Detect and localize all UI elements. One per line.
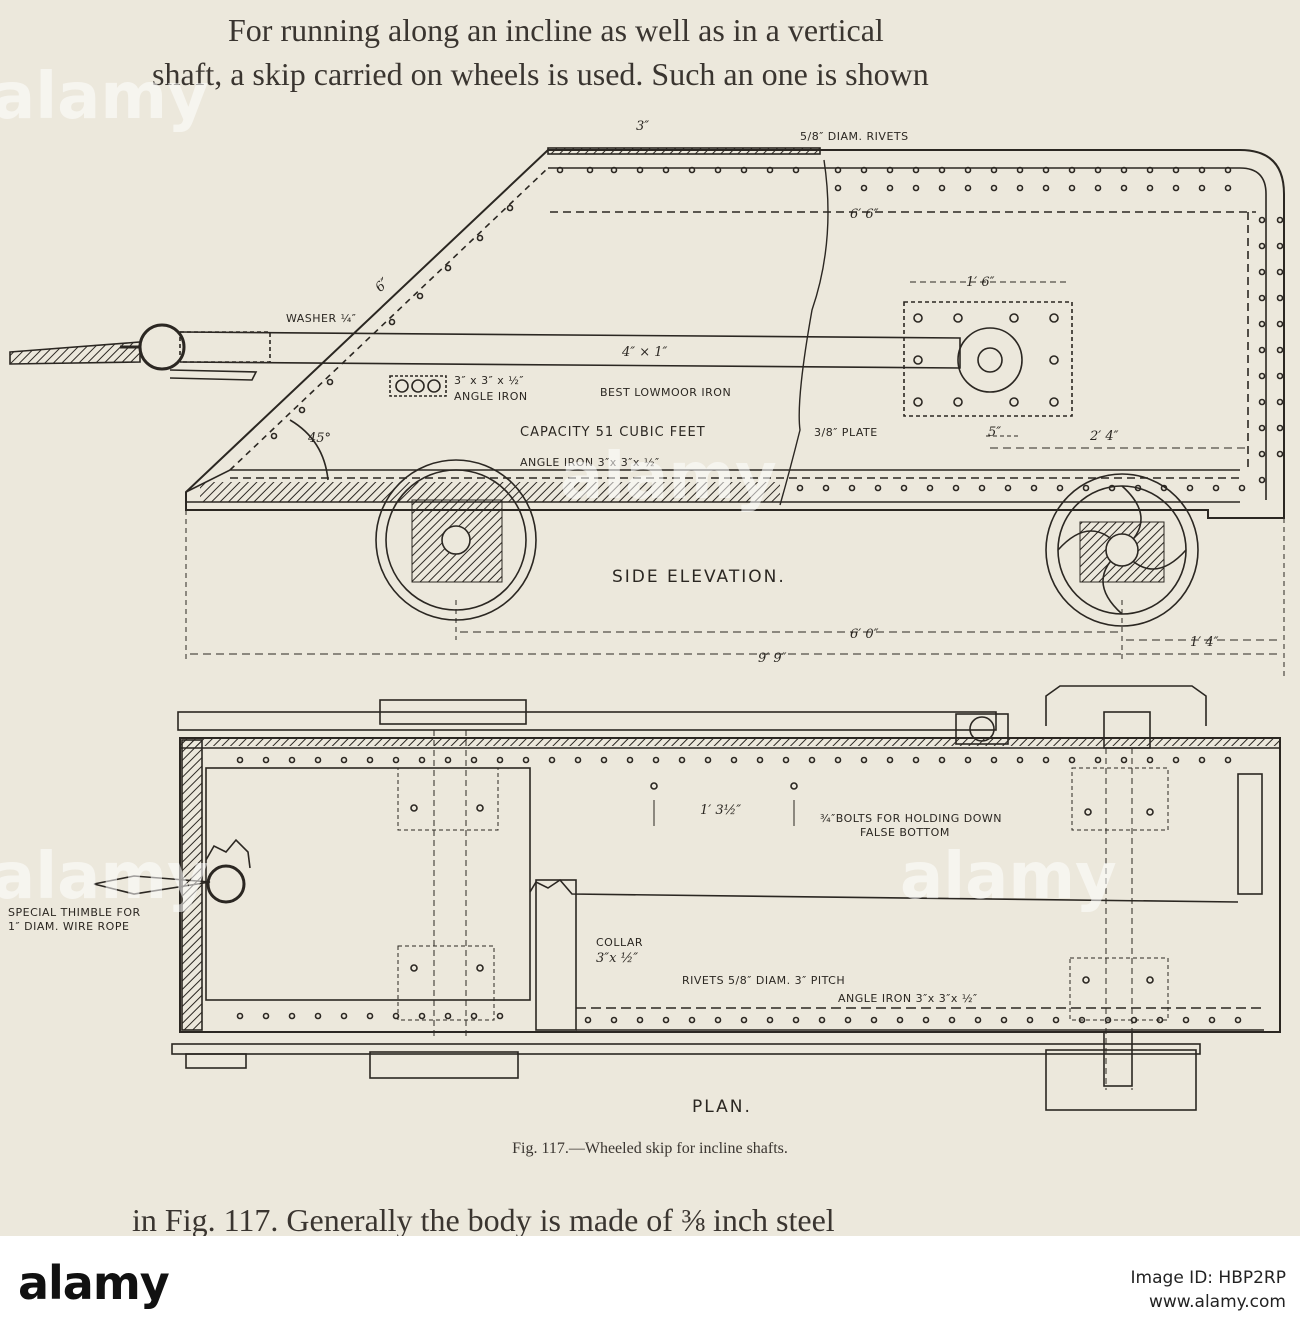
side-labels: 3″ 5/8″ DIAM. RIVETS 6′ 6″ 1′ 6″ WASHER … [286, 119, 1219, 666]
rivets-label: 5/8″ DIAM. RIVETS [800, 130, 909, 143]
angle-iron-bottom: ANGLE IRON 3″x 3″x ½″ [520, 456, 660, 469]
dim-9-9: 9′ 9″ [758, 651, 787, 666]
bar-size: 4″ × 1″ [621, 345, 668, 360]
alamy-logo: alamy [18, 1256, 170, 1310]
figure-caption: Fig. 117.—Wheeled skip for incline shaft… [512, 1140, 788, 1157]
watermark-left-top: alamy [0, 60, 209, 134]
watermark-right: alamy [900, 840, 1117, 914]
rivets-pitch-label: RIVETS 5/8″ DIAM. 3″ PITCH [682, 974, 845, 987]
dim-6: 6″ [373, 275, 393, 295]
watermark-bar: alamy Image ID: HBP2RP www.alamy.com [0, 1236, 1300, 1328]
bolts-label-1: ¾″BOLTS FOR HOLDING DOWN [820, 812, 1002, 825]
plan-rivets-top [236, 756, 1232, 764]
collar-label: COLLAR [596, 936, 643, 949]
dim-6-6: 6′ 6″ [850, 207, 879, 222]
plate-label: 3/8″ PLATE [814, 426, 878, 439]
site-url: www.alamy.com [1148, 1292, 1286, 1312]
bolts-label-2: FALSE BOTTOM [860, 826, 950, 839]
watermark-left-bottom: alamy [0, 840, 209, 914]
washer-label: WASHER ¼″ [286, 312, 356, 325]
right-rivets [1258, 216, 1284, 484]
capacity-label: CAPACITY 51 CUBIC FEET [520, 425, 706, 440]
side-elevation-title: SIDE ELEVATION. [612, 567, 786, 587]
pitch-label: 3″ [636, 119, 649, 134]
angle-iron-label: ANGLE IRON [454, 390, 528, 403]
watermark-center: alamy [560, 440, 777, 514]
thimble-label-2: 1″ DIAM. WIRE ROPE [8, 920, 129, 933]
image-id: Image ID: HBP2RP [1130, 1268, 1286, 1288]
plan-angle-iron: ANGLE IRON 3″x 3″x ½″ [838, 992, 978, 1005]
bottom-rivets [796, 484, 1246, 492]
text-line-2: shaft, a skip carried on wheels is used.… [152, 56, 929, 92]
thimble-label-1: SPECIAL THIMBLE FOR [8, 906, 141, 919]
collar-size: 3″x ½″ [596, 951, 638, 966]
text-line-3: in Fig. 117. Generally the body is made … [132, 1202, 835, 1238]
text-line-1: For running along an incline as well as … [228, 12, 884, 48]
incline-rivets [270, 204, 514, 440]
paragraph-bottom: in Fig. 117. Generally the body is made … [0, 1198, 1300, 1242]
bolt-spacing: 1′ 3½″ [700, 803, 741, 818]
paragraph-top: For running along an incline as well as … [0, 8, 1300, 96]
side-elevation [9, 147, 1285, 676]
top-rivets [556, 166, 1232, 192]
image-reference: Image ID: HBP2RP www.alamy.com [1131, 1266, 1286, 1314]
dim-5: 5″ [988, 425, 1001, 440]
angle-45: 45° [307, 431, 331, 446]
dim-1-6: 1′ 6″ [966, 275, 995, 290]
skip-drawing: 3″ 5/8″ DIAM. RIVETS 6′ 6″ 1′ 6″ WASHER … [8, 119, 1285, 1117]
plan-labels: 1′ 3½″ ¾″BOLTS FOR HOLDING DOWN FALSE BO… [8, 803, 1002, 1117]
plate-bolts [913, 313, 1059, 407]
plan-view [93, 685, 1281, 1111]
dim-6-0: 6′ 0″ [850, 627, 879, 642]
dim-2-4: 2′ 4″ [1089, 429, 1119, 444]
dim-1-4: 1′ 4″ [1190, 635, 1219, 650]
plan-title: PLAN. [692, 1097, 752, 1117]
rear-wheel [1045, 473, 1199, 627]
plan-rivets-bottom [236, 1012, 1242, 1024]
front-wheel [375, 459, 537, 621]
lowmoor-label: BEST LOWMOOR IRON [600, 386, 731, 399]
angle-iron-size: 3″ x 3″ x ½″ [454, 374, 524, 387]
